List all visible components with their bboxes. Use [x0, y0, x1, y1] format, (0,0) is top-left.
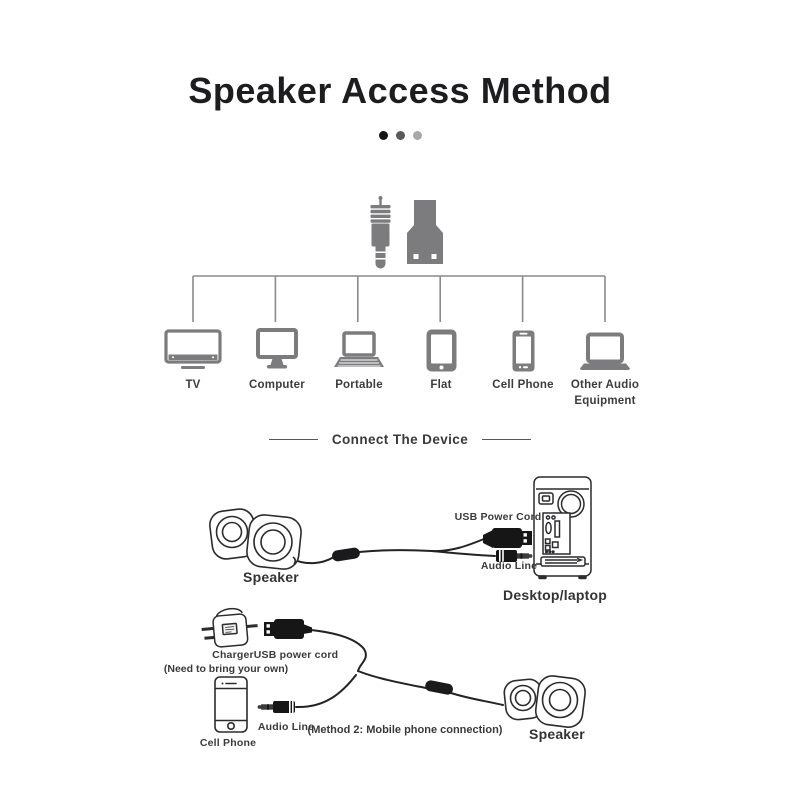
device-item-cell-phone: Cell Phone [478, 320, 568, 394]
carousel-dot-2 [395, 131, 405, 140]
charger-note: (Need to bring your own) [163, 663, 289, 675]
carousel-dot-1 [378, 131, 388, 140]
device-label: Computer [249, 379, 305, 391]
device-item-tv: TV [148, 320, 238, 394]
page-title: Speaker Access Method [188, 70, 612, 111]
computer-icon [253, 320, 301, 372]
device-label: Portable [335, 379, 383, 391]
rule-right [482, 439, 532, 440]
diagram-mobile-connection [180, 605, 620, 760]
charger-art [201, 607, 258, 648]
usb-connector-art [483, 528, 532, 548]
speaker-art [209, 508, 302, 570]
desktop-laptop-label: Desktop/laptop [503, 587, 607, 603]
other-audio-icon [578, 320, 632, 372]
diagram-desktop-connection [180, 465, 620, 605]
speaker-art [503, 675, 586, 728]
section-header: Connect The Device [0, 432, 800, 447]
audio-line-label: Audio Line [480, 560, 538, 572]
cell-phone-icon [512, 320, 535, 372]
device-item-portable: Portable [314, 320, 404, 394]
portable-icon [331, 320, 387, 372]
device-label: TV [185, 379, 201, 391]
device-label: Cell Phone [492, 379, 554, 391]
desktop-tower-art [533, 476, 592, 580]
audio-jack-icon [367, 196, 394, 270]
rule-left [268, 439, 318, 440]
speaker-label-2: Speaker [529, 726, 585, 742]
flat-icon [426, 320, 457, 372]
device-label: Flat [430, 379, 452, 391]
usb-power-cord-label-2: USB power cord [253, 649, 339, 661]
method-note: (Method 2: Mobile phone connection) [307, 724, 503, 736]
audio-jack-art [257, 701, 295, 713]
phone-art [214, 676, 248, 733]
audio-line-label-2: Audio Line [257, 721, 315, 733]
device-label: Other Audio Equipment [570, 379, 640, 407]
connection-tree-lines [150, 270, 650, 325]
device-item-other-audio: Other Audio Equipment [560, 320, 650, 409]
usb-plug-icon [406, 200, 444, 266]
volume-pod-art [425, 680, 453, 695]
audio-jack-art [496, 550, 533, 562]
usb-connector-art [264, 619, 312, 639]
charger-label: Charger [212, 649, 254, 661]
carousel-dot-3 [412, 131, 422, 140]
device-item-computer: Computer [232, 320, 322, 394]
cell-phone-label: Cell Phone [199, 737, 257, 749]
speaker-label: Speaker [243, 569, 299, 585]
volume-pod-art [332, 547, 360, 562]
carousel-dots [0, 131, 800, 140]
usb-power-cord-label: USB Power Cord [454, 511, 542, 523]
device-item-flat: Flat [396, 320, 486, 394]
section-title: Connect The Device [331, 432, 469, 447]
tv-icon [164, 320, 222, 372]
